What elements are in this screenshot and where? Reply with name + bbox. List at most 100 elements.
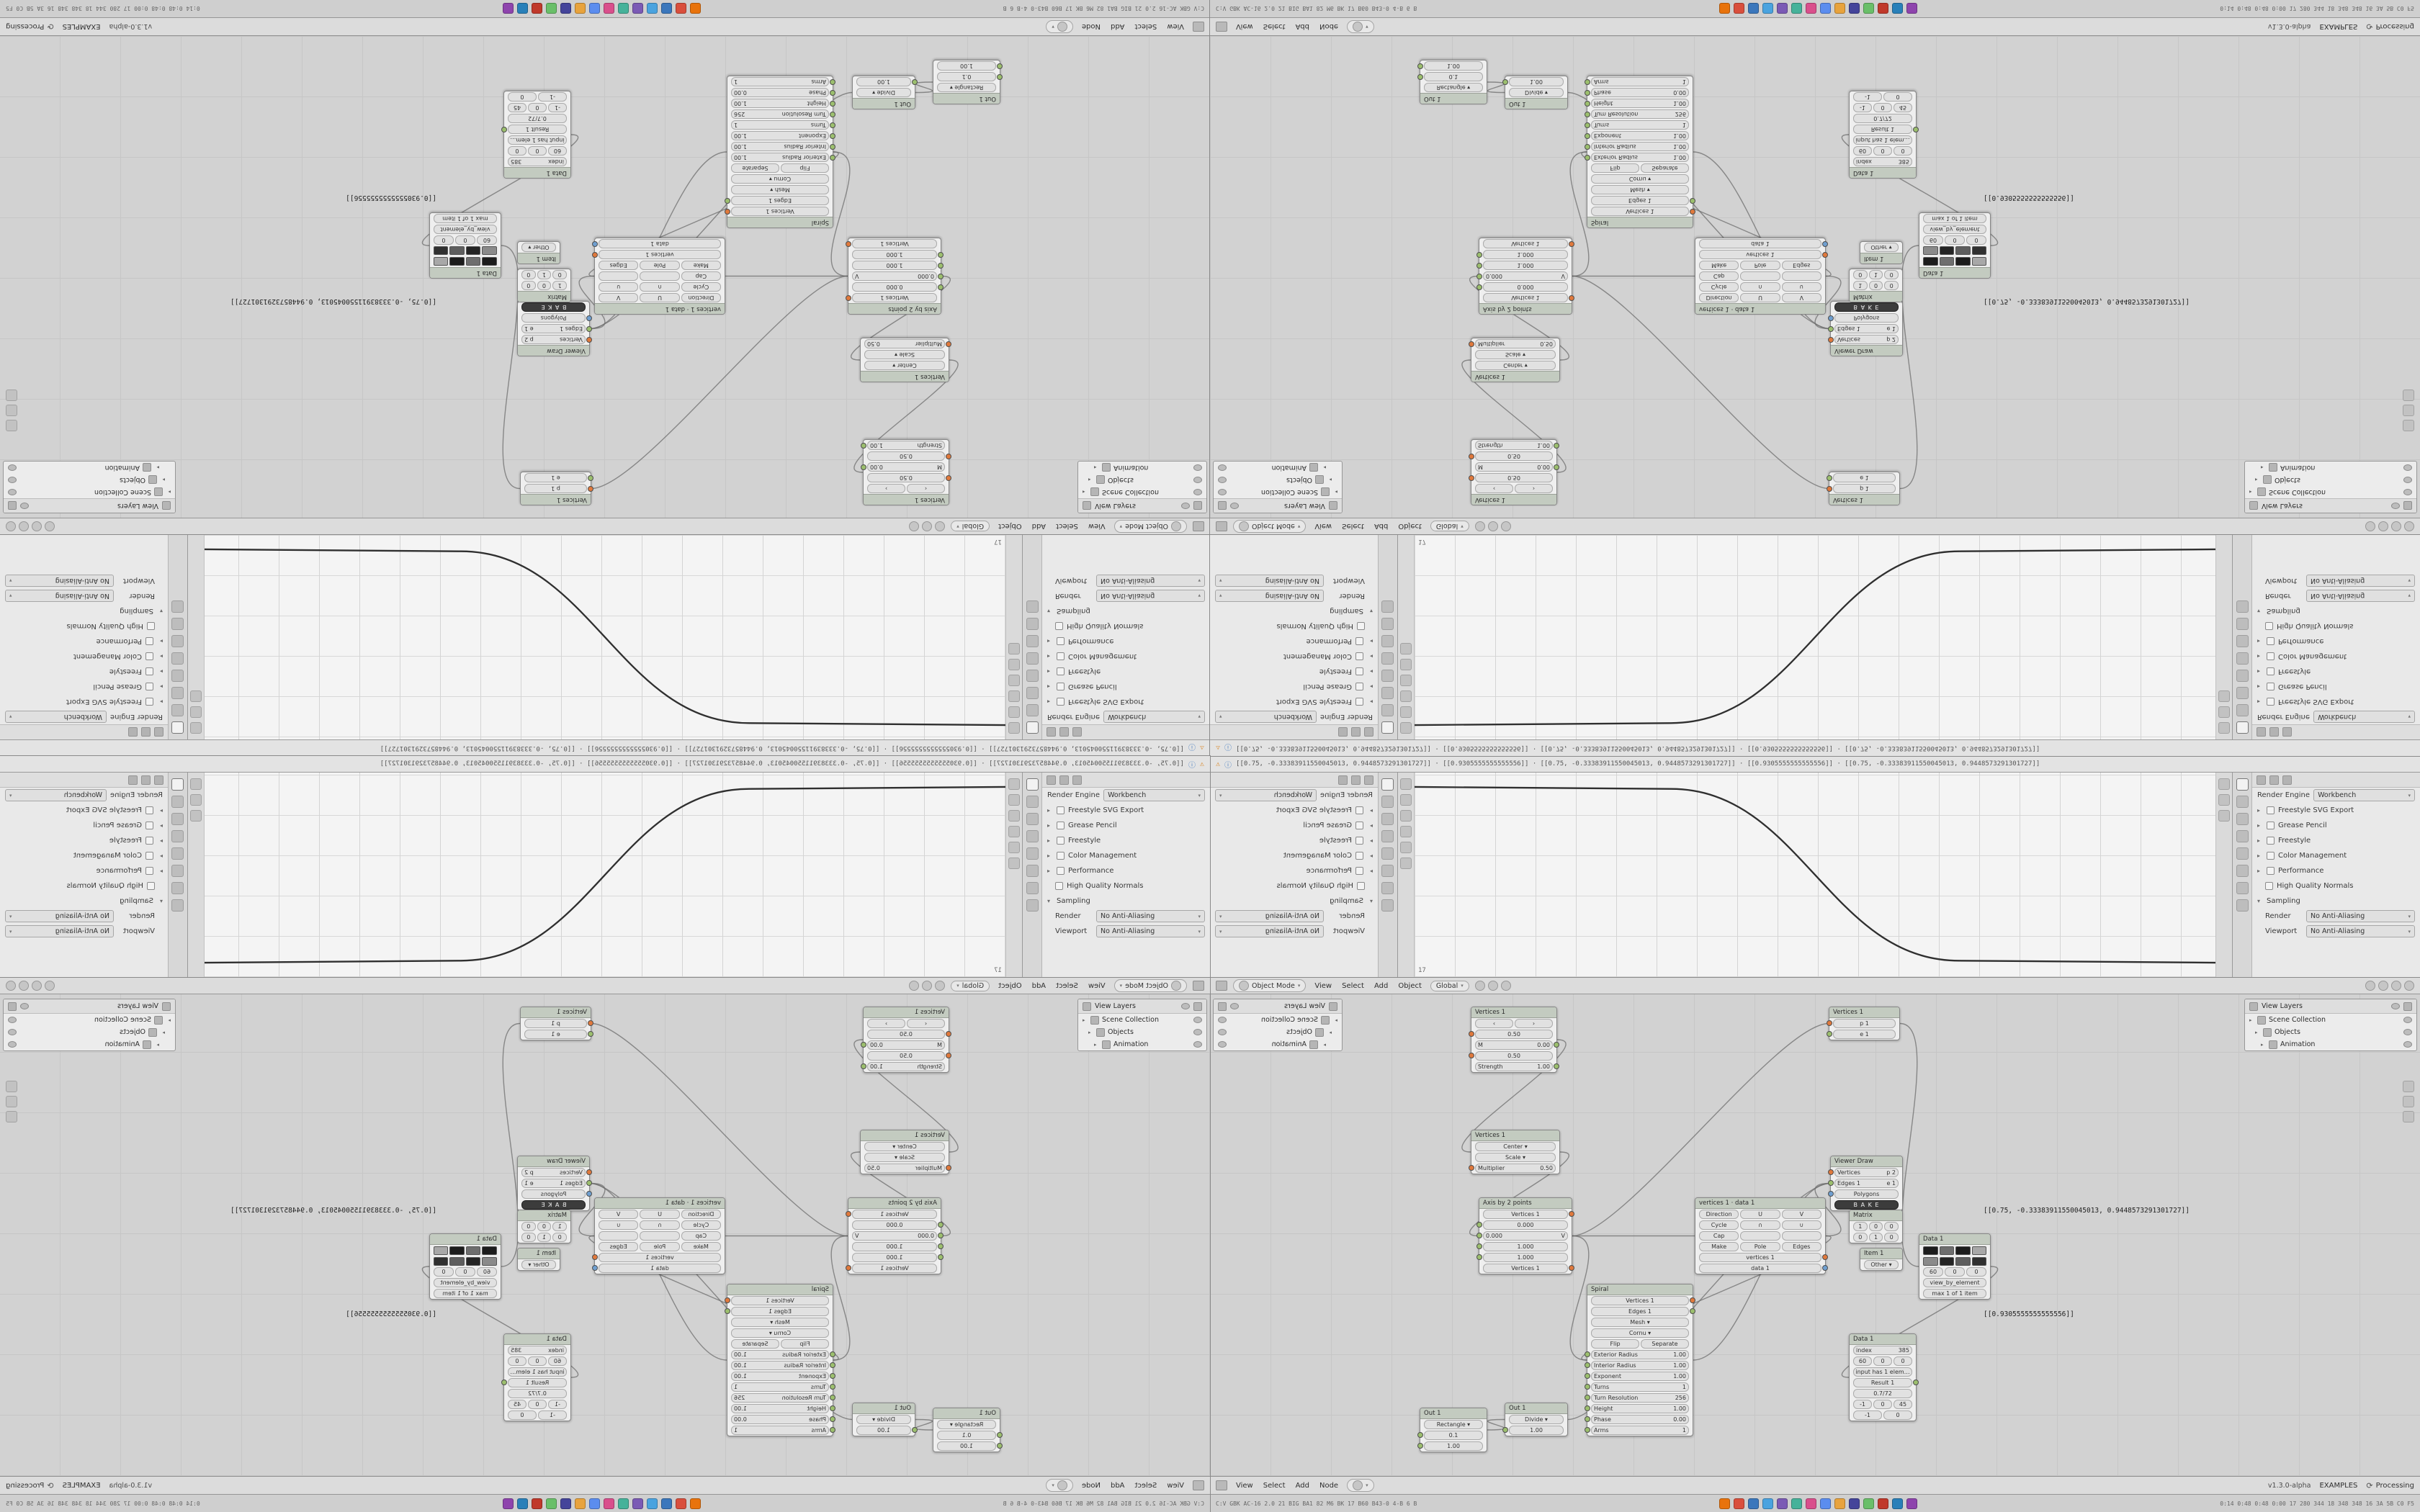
node-field[interactable]: 1 — [1868, 270, 1883, 279]
high-quality-normals-checkbox[interactable] — [147, 622, 155, 630]
move-tool-icon[interactable] — [1400, 690, 1412, 702]
node-field[interactable]: Polygons — [521, 1189, 586, 1199]
outliner-item-scene-collection[interactable]: ▸Scene Collection — [4, 486, 175, 498]
tab-scene-icon[interactable] — [1026, 830, 1039, 842]
node-editor-canvas[interactable]: View Layers▸Scene Collection▸Objects▸Ani… — [0, 994, 1210, 1476]
node-field[interactable]: Flip — [781, 1339, 829, 1349]
section-checkbox[interactable] — [1355, 867, 1363, 875]
filter-icon[interactable] — [128, 775, 138, 785]
input-socket[interactable] — [1417, 1432, 1423, 1438]
node-field[interactable]: ∩ — [1740, 282, 1780, 292]
material-shading-icon[interactable] — [2391, 521, 2401, 531]
tab-world-icon[interactable] — [1381, 847, 1394, 860]
node-field[interactable]: Result 1 — [508, 125, 567, 134]
node-field[interactable]: 0 — [1945, 235, 1965, 245]
node-field[interactable]: 0.1 — [937, 1431, 996, 1440]
input-socket[interactable] — [997, 1432, 1003, 1438]
section-checkbox[interactable] — [1057, 806, 1065, 814]
input-socket[interactable] — [1585, 1384, 1590, 1390]
node-field[interactable]: Edges — [1781, 1242, 1821, 1251]
zoom-out-icon[interactable] — [2403, 405, 2414, 416]
node-field[interactable]: Edges 1 — [731, 1307, 829, 1316]
input-socket[interactable] — [1476, 1222, 1482, 1228]
node-field[interactable]: ∪ — [1781, 282, 1821, 292]
tab-world-icon[interactable] — [1026, 847, 1039, 860]
input-socket[interactable] — [1585, 1362, 1590, 1368]
input-socket[interactable] — [830, 1427, 835, 1433]
tab-output-icon[interactable] — [2236, 796, 2249, 808]
snap-target-icon[interactable] — [1500, 981, 1511, 991]
output-socket[interactable] — [592, 252, 598, 258]
menu-select[interactable]: Select — [1056, 522, 1078, 531]
transform-orientation-selector[interactable]: Global▾ — [951, 980, 990, 991]
node-field[interactable]: Rectangle ▾ — [937, 83, 996, 92]
section-color-management[interactable]: ▸Color Management — [2252, 848, 2420, 863]
node-field[interactable]: Vertices 1 — [1483, 1210, 1568, 1219]
input-socket[interactable] — [1476, 252, 1482, 258]
tab-scene-icon[interactable] — [2236, 830, 2249, 842]
section-grease-pencil[interactable]: ▸Grease Pencil — [0, 818, 168, 833]
menu-add[interactable]: Add — [1031, 981, 1047, 990]
magnet-icon[interactable] — [935, 521, 946, 531]
input-socket[interactable] — [1502, 1427, 1508, 1433]
node-field[interactable]: 0.50 — [1475, 473, 1553, 482]
node-title-bar[interactable]: Axis by 2 points — [1479, 303, 1572, 314]
node-field[interactable]: p 1 — [524, 484, 587, 493]
output-socket[interactable] — [1690, 198, 1695, 204]
input-socket[interactable] — [586, 326, 592, 332]
box-select-tool-icon[interactable] — [1008, 794, 1020, 806]
search-icon[interactable] — [2391, 503, 2400, 509]
node-field[interactable]: 1.00 — [1424, 1441, 1483, 1451]
cursor-tool-icon[interactable] — [1400, 778, 1412, 790]
node-field[interactable]: 60 — [1923, 1267, 1943, 1277]
input-socket[interactable] — [946, 454, 951, 459]
node-editor-type-icon[interactable] — [1216, 1480, 1227, 1490]
node-field[interactable]: 0.50 — [867, 1051, 945, 1061]
input-socket[interactable] — [1585, 1405, 1590, 1411]
node-title-bar[interactable]: vertices 1 · data 1 — [595, 1198, 725, 1209]
bake-button[interactable]: B A K E — [521, 302, 586, 312]
node-field[interactable]: 1 — [537, 270, 552, 279]
zoom-out-icon[interactable] — [6, 405, 17, 416]
menu-select[interactable]: Select — [1134, 1481, 1157, 1490]
scale-tool-icon[interactable] — [1400, 659, 1412, 670]
input-socket[interactable] — [830, 1416, 835, 1422]
editor-type-icon[interactable] — [1193, 981, 1204, 991]
node-field[interactable]: Make — [681, 1242, 721, 1251]
tab-material-icon[interactable] — [2236, 600, 2249, 613]
sampling-section[interactable]: ▾Sampling — [1042, 894, 1210, 909]
node-field[interactable]: 0 — [552, 270, 567, 279]
breadcrumb-icon[interactable] — [1364, 775, 1373, 785]
tab-world-icon[interactable] — [171, 652, 184, 665]
node-field[interactable]: Cornu ▾ — [731, 174, 829, 184]
render-aa-row-dropdown[interactable]: No Anti-Aliasing▾ — [1215, 910, 1324, 922]
output-socket[interactable] — [1913, 1380, 1919, 1385]
high-quality-normals-row[interactable]: High Quality Normals — [1042, 878, 1210, 894]
node-field[interactable]: view_by_element — [434, 225, 497, 234]
section-performance[interactable]: ▸Performance — [1042, 863, 1210, 878]
menu-object[interactable]: Object — [1398, 522, 1422, 531]
node-field[interactable]: Other ▾ — [521, 243, 556, 252]
node-title-bar[interactable]: Spiral — [727, 1284, 833, 1295]
transform-orientation-selector[interactable]: Global▾ — [1430, 521, 1469, 532]
node-field[interactable]: max 1 of 1 item — [1923, 1289, 1986, 1298]
node-title-bar[interactable]: Vertices 1 — [864, 1007, 949, 1018]
input-socket[interactable] — [830, 144, 835, 150]
section-freestyle-svg-export[interactable]: ▸Freestyle SVG Export — [1210, 803, 1378, 818]
pin-icon[interactable] — [1351, 775, 1361, 785]
section-grease-pencil[interactable]: ▸Grease Pencil — [1042, 818, 1210, 833]
rotate-tool-icon[interactable] — [1400, 675, 1412, 686]
input-socket[interactable] — [1469, 475, 1474, 481]
section-checkbox[interactable] — [1057, 637, 1065, 645]
visibility-eye-icon[interactable] — [8, 1029, 17, 1035]
tab-modifiers-icon[interactable] — [1381, 618, 1394, 630]
node-field[interactable]: 0 — [528, 1400, 547, 1409]
output-socket[interactable] — [1822, 241, 1828, 247]
